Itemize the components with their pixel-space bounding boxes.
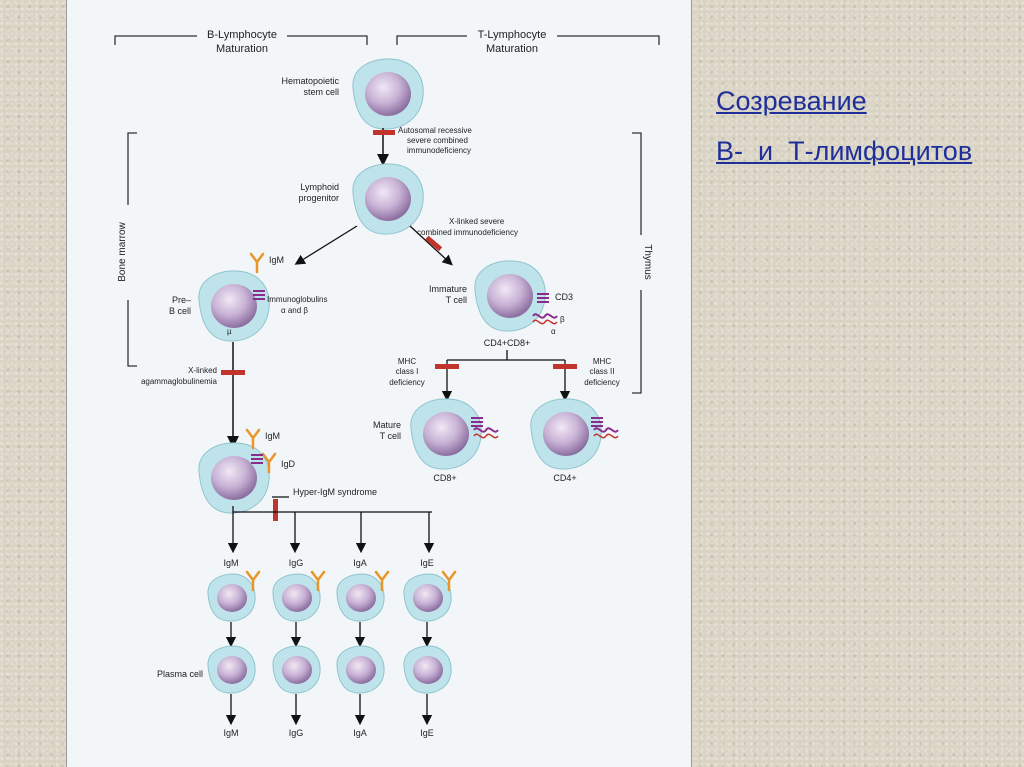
thymus-label: Thymus <box>642 244 653 280</box>
isotype-top-igg: IgG <box>289 558 304 568</box>
stem-label-line1: Hematopoietic <box>281 76 339 86</box>
preb-igm-antibody <box>249 252 265 274</box>
alpha-symbol: α <box>551 327 556 336</box>
b-cell-iga <box>336 573 385 622</box>
mhc2-line1: MHC <box>593 357 611 366</box>
hyper-igm-block <box>273 499 278 521</box>
xla-block <box>221 370 245 375</box>
xla-line2: agammaglobulinemia <box>141 377 218 386</box>
mature-t-line1: Mature <box>373 420 401 430</box>
diagram-svg: B-Lymphocyte Maturation T-Lymphocyte Mat… <box>114 27 660 738</box>
plasma-cell-iga <box>336 645 385 694</box>
mu-symbol: µ <box>227 327 232 336</box>
pre-b-cell <box>198 270 270 342</box>
mhc1-line1: MHC <box>398 357 416 366</box>
b-cell-ige <box>403 573 452 622</box>
isotype-bottom-igg: IgG <box>289 728 304 738</box>
plasma-cell-label: Plasma cell <box>157 669 203 679</box>
mhc2-line2: class II <box>590 367 615 376</box>
mature-b-cell <box>198 442 270 514</box>
scid-line1: Autosomal recessive <box>398 126 472 135</box>
cd8-label: CD8+ <box>433 473 456 483</box>
beta-symbol: β <box>560 315 565 324</box>
plasma-cell-igm <box>207 645 256 694</box>
xscid-line2: combined immunodeficiency <box>417 228 518 237</box>
b-cell-igg <box>272 573 321 622</box>
b-header-line1: B-Lymphocyte <box>207 29 277 41</box>
preb-label-line1: Pre– <box>172 295 191 305</box>
lymphoid-label-line2: progenitor <box>298 193 339 203</box>
mature-b-igm: IgM <box>265 431 280 441</box>
mhc2-block <box>553 364 577 369</box>
cd4cd8-label: CD4+CD8+ <box>484 338 531 348</box>
b-cell-igm <box>207 573 256 622</box>
scid-block <box>373 130 395 135</box>
hyper-igm-label: Hyper-IgM syndrome <box>293 487 377 497</box>
stem-label-line2: stem cell <box>303 87 339 97</box>
immunoglobulins-line2: α and β <box>281 306 308 315</box>
t-header-line1: T-Lymphocyte <box>478 29 547 41</box>
t-header-line2: Maturation <box>486 43 538 55</box>
mature-t-line2: T cell <box>380 431 401 441</box>
title-link-line1[interactable]: Созревание <box>716 86 867 116</box>
lymphoid-progenitor-cell <box>352 163 424 235</box>
cd3-label: CD3 <box>555 292 573 302</box>
isotype-bottom-iga: IgA <box>353 728 367 738</box>
isotype-bottom-ige: IgE <box>420 728 434 738</box>
immature-t-line1: Immature <box>429 284 467 294</box>
immature-t-line2: T cell <box>446 295 467 305</box>
mhc1-block <box>435 364 459 369</box>
xscid-block <box>425 235 443 252</box>
plasma-cell-ige <box>403 645 452 694</box>
bone-marrow-label: Bone marrow <box>117 221 128 281</box>
immunoglobulins-line1: Immunoglobulins <box>267 295 327 304</box>
xscid-line1: X-linked severe <box>449 217 505 226</box>
mature-t-cell-cd8 <box>410 398 482 470</box>
isotype-top-ige: IgE <box>420 558 434 568</box>
stem-cell <box>352 58 424 130</box>
preb-label-line2: B cell <box>169 306 191 316</box>
isotype-bottom-igm: IgM <box>223 728 238 738</box>
isotype-top-iga: IgA <box>353 558 367 568</box>
title-link-line2[interactable]: B- и Т-лимфоцитов <box>716 136 973 166</box>
isotype-top-igm: IgM <box>223 558 238 568</box>
mhc2-line3: deficiency <box>584 378 620 387</box>
mature-b-igd: IgD <box>281 459 296 469</box>
slide-title: Созревание B- и Т-лимфоцитов <box>716 84 1016 184</box>
lymphoid-label-line1: Lymphoid <box>300 182 339 192</box>
mhc1-line2: class I <box>396 367 419 376</box>
plasma-cell-igg <box>272 645 321 694</box>
cd4-label: CD4+ <box>553 473 576 483</box>
mature-t-cell-cd4 <box>530 398 602 470</box>
scid-line2: severe combined <box>407 136 468 145</box>
maturation-diagram: B-Lymphocyte Maturation T-Lymphocyte Mat… <box>66 0 692 767</box>
mhc1-line3: deficiency <box>389 378 425 387</box>
xla-line1: X-linked <box>188 366 217 375</box>
preb-igm: IgM <box>269 255 284 265</box>
b-header-line2: Maturation <box>216 43 268 55</box>
scid-line3: immunodeficiency <box>407 146 471 155</box>
